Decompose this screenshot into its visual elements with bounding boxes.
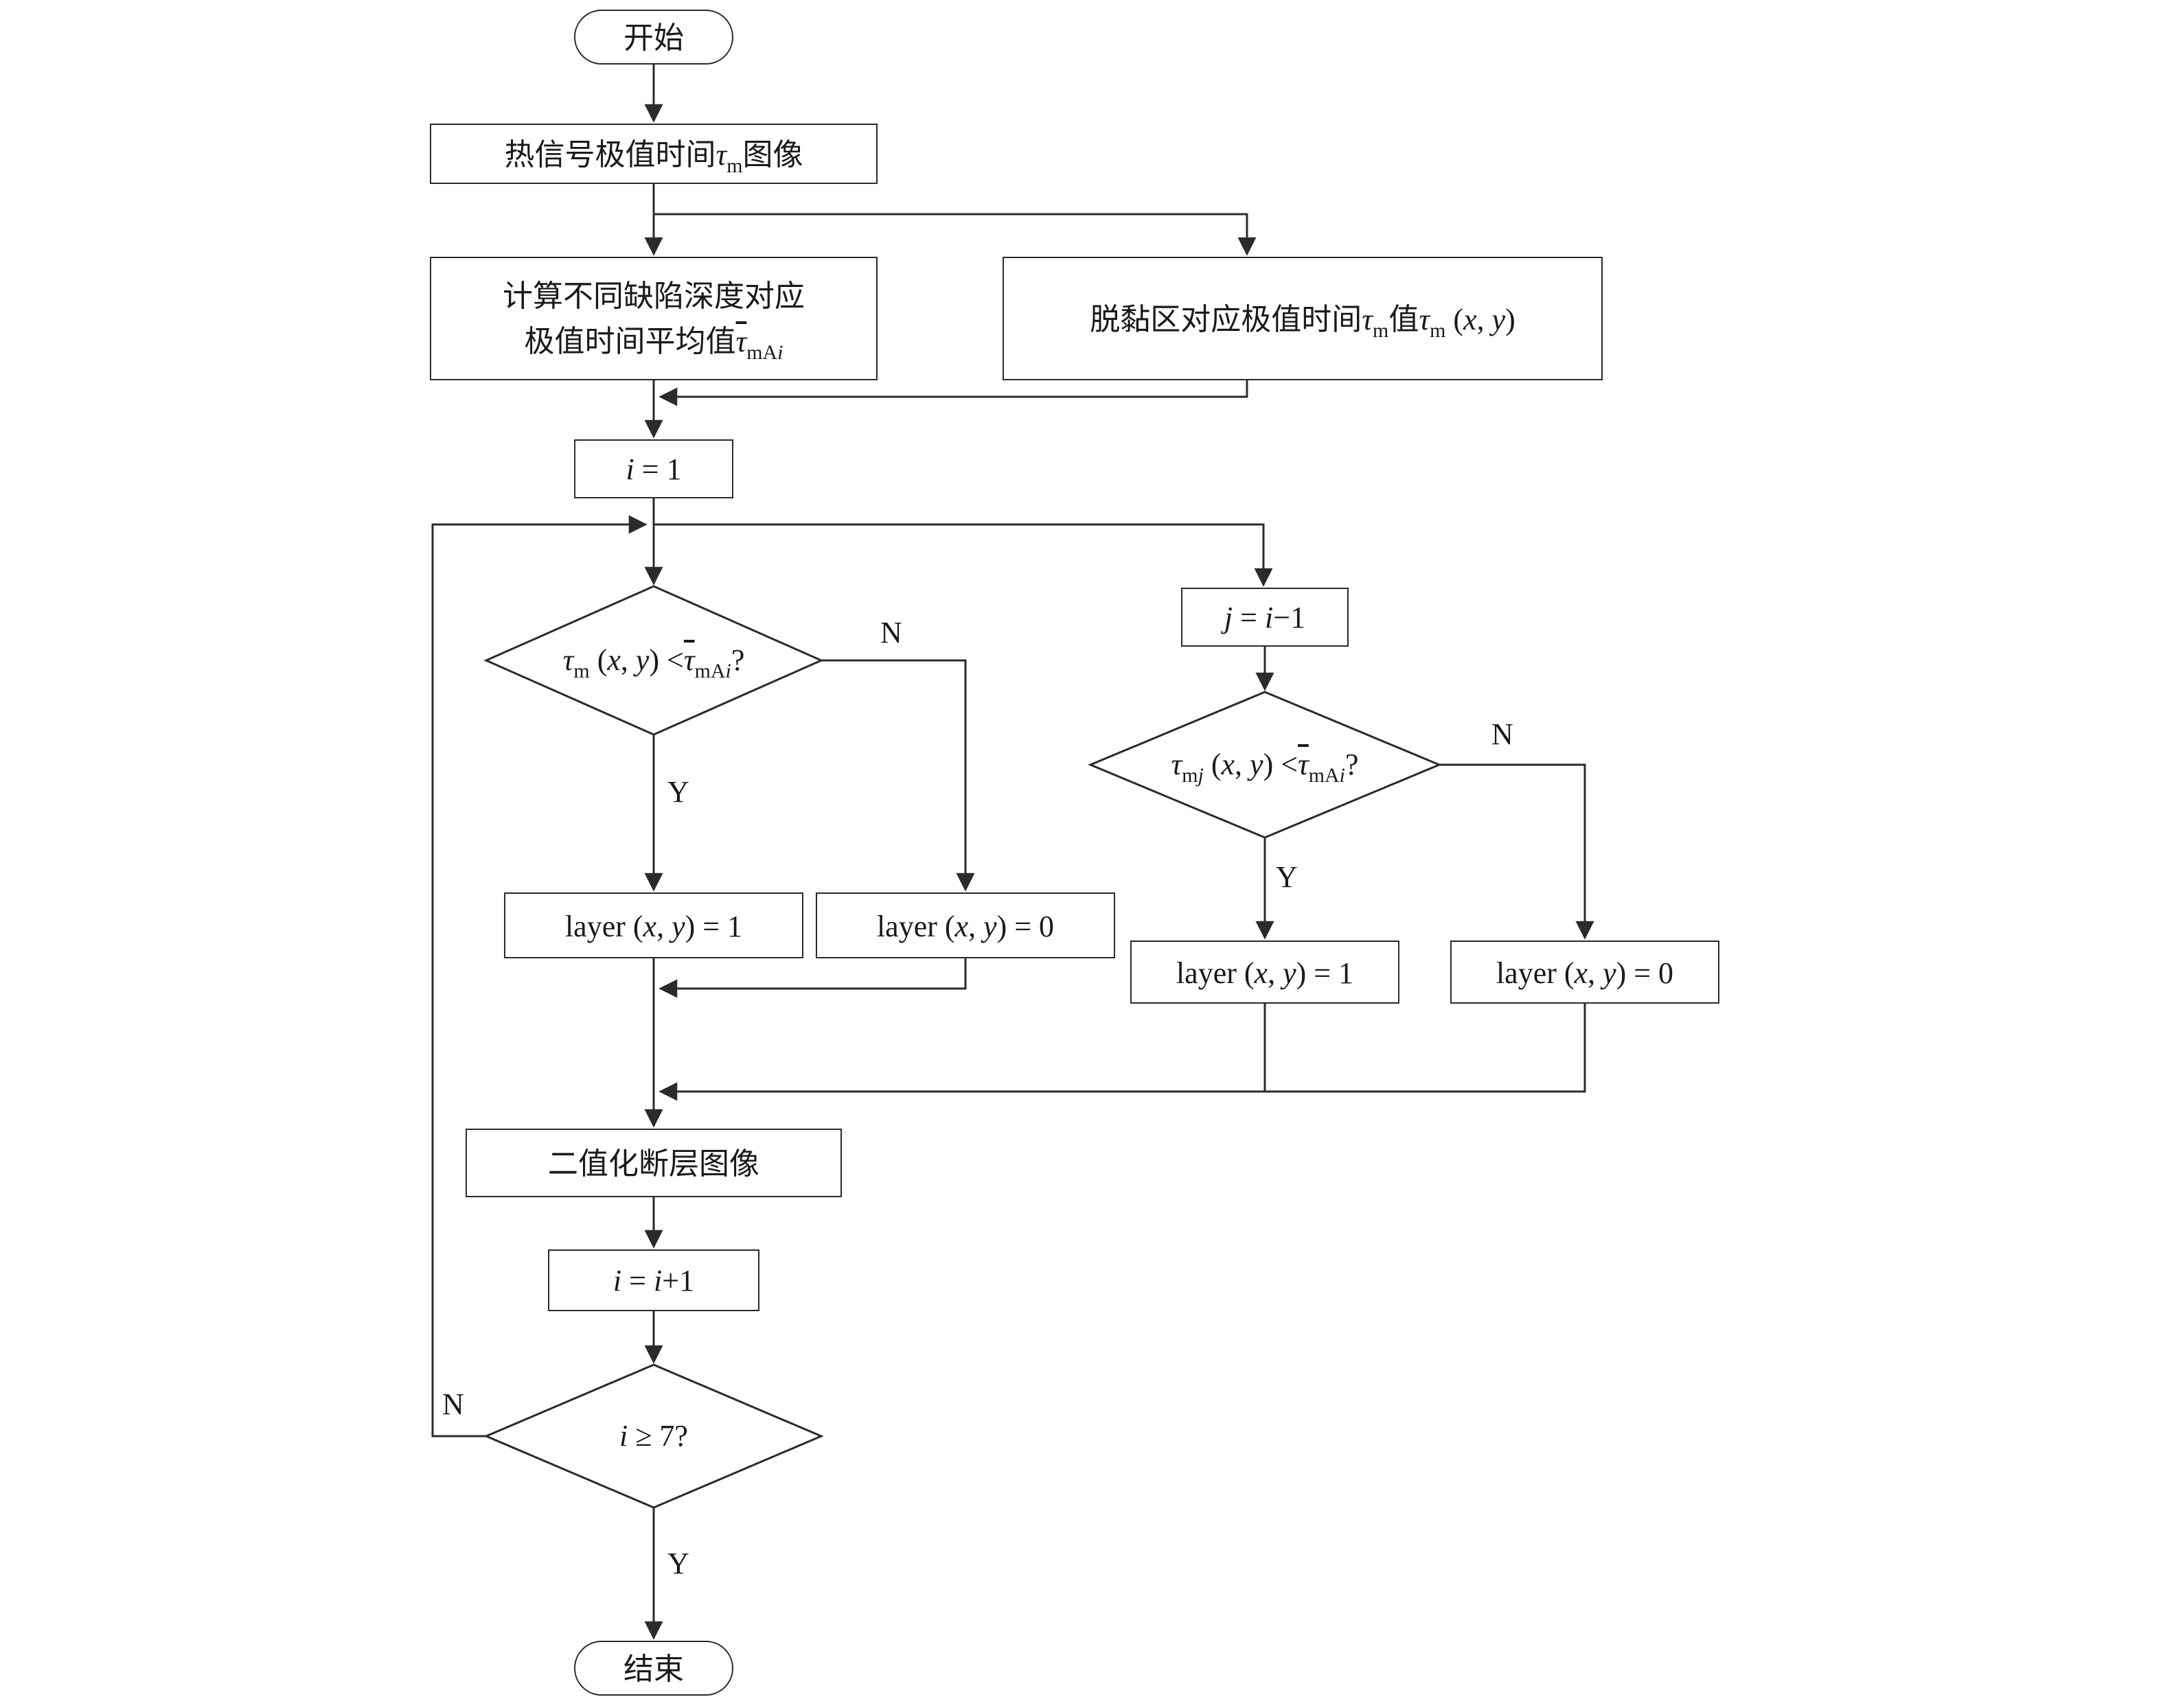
debond-extremum-time-label: 脱黏区对应极值时间τm值τm (x, y) bbox=[1090, 301, 1515, 342]
mean-extremum-time-label: 计算不同缺陷深度对应极值时间平均值τmAi bbox=[502, 279, 805, 365]
second-yes-label: Y bbox=[1276, 859, 1298, 894]
init-i-label: i = 1 bbox=[626, 452, 682, 486]
second-no-label: N bbox=[1491, 717, 1513, 751]
layer-zero-left-box: layer (x, y) = 0 bbox=[816, 892, 1115, 958]
binarized-tomogram-box: 二值化断层图像 bbox=[466, 1129, 842, 1197]
end-terminal: 结束 bbox=[574, 1641, 733, 1696]
set-j-box: j = i−1 bbox=[1181, 588, 1349, 647]
start-label: 开始 bbox=[623, 20, 684, 54]
increment-i-label: i = i+1 bbox=[613, 1263, 695, 1297]
mean-extremum-time-box: 计算不同缺陷深度对应极值时间平均值τmAi bbox=[430, 257, 878, 380]
decision-diamonds bbox=[483, 585, 1442, 1509]
loop-end-decision-shape bbox=[483, 1363, 824, 1509]
first-depth-decision-label: τm (x, y) <τmAi? bbox=[562, 643, 745, 683]
layer-one-left-label: layer (x, y) = 1 bbox=[564, 908, 743, 943]
shallower-depth-decision-shape bbox=[1088, 691, 1442, 839]
start-terminal: 开始 bbox=[574, 10, 733, 65]
binarized-tomogram-label: 二值化断层图像 bbox=[547, 1146, 759, 1180]
layer-one-right-box: layer (x, y) = 1 bbox=[1130, 940, 1399, 1004]
set-j-label: j = i−1 bbox=[1224, 600, 1306, 634]
thermal-extremum-image-label: 热信号极值时间τm图像 bbox=[504, 137, 803, 177]
end-label: 结束 bbox=[623, 1651, 684, 1685]
thermal-extremum-image-box: 热信号极值时间τm图像 bbox=[430, 124, 878, 184]
debond-extremum-time-box: 脱黏区对应极值时间τm值τm (x, y) bbox=[1003, 257, 1603, 380]
layer-zero-left-label: layer (x, y) = 0 bbox=[876, 908, 1055, 943]
loop-no-label: N bbox=[442, 1387, 464, 1421]
loop-end-decision: i ≥ 7? bbox=[486, 1365, 821, 1508]
first-depth-decision-shape bbox=[483, 585, 824, 736]
layer-one-left-box: layer (x, y) = 1 bbox=[504, 892, 803, 958]
init-i-box: i = 1 bbox=[574, 439, 733, 498]
layer-zero-right-label: layer (x, y) = 0 bbox=[1496, 955, 1674, 989]
increment-i-box: i = i+1 bbox=[548, 1249, 759, 1311]
first-depth-decision: τm (x, y) <τmAi? bbox=[486, 586, 821, 735]
loop-yes-label: Y bbox=[667, 1546, 689, 1580]
first-yes-label: Y bbox=[667, 774, 689, 809]
layer-one-right-label: layer (x, y) = 1 bbox=[1176, 955, 1354, 989]
first-no-label: N bbox=[880, 615, 902, 649]
loop-end-decision-label: i ≥ 7? bbox=[619, 1418, 688, 1453]
shallower-depth-decision: τmj (x, y) <τmAi? bbox=[1090, 692, 1439, 838]
shallower-depth-decision-label: τmj (x, y) <τmAi? bbox=[1171, 747, 1359, 787]
flow-arrows bbox=[431, 65, 1594, 1640]
layer-zero-right-box: layer (x, y) = 0 bbox=[1450, 940, 1719, 1004]
